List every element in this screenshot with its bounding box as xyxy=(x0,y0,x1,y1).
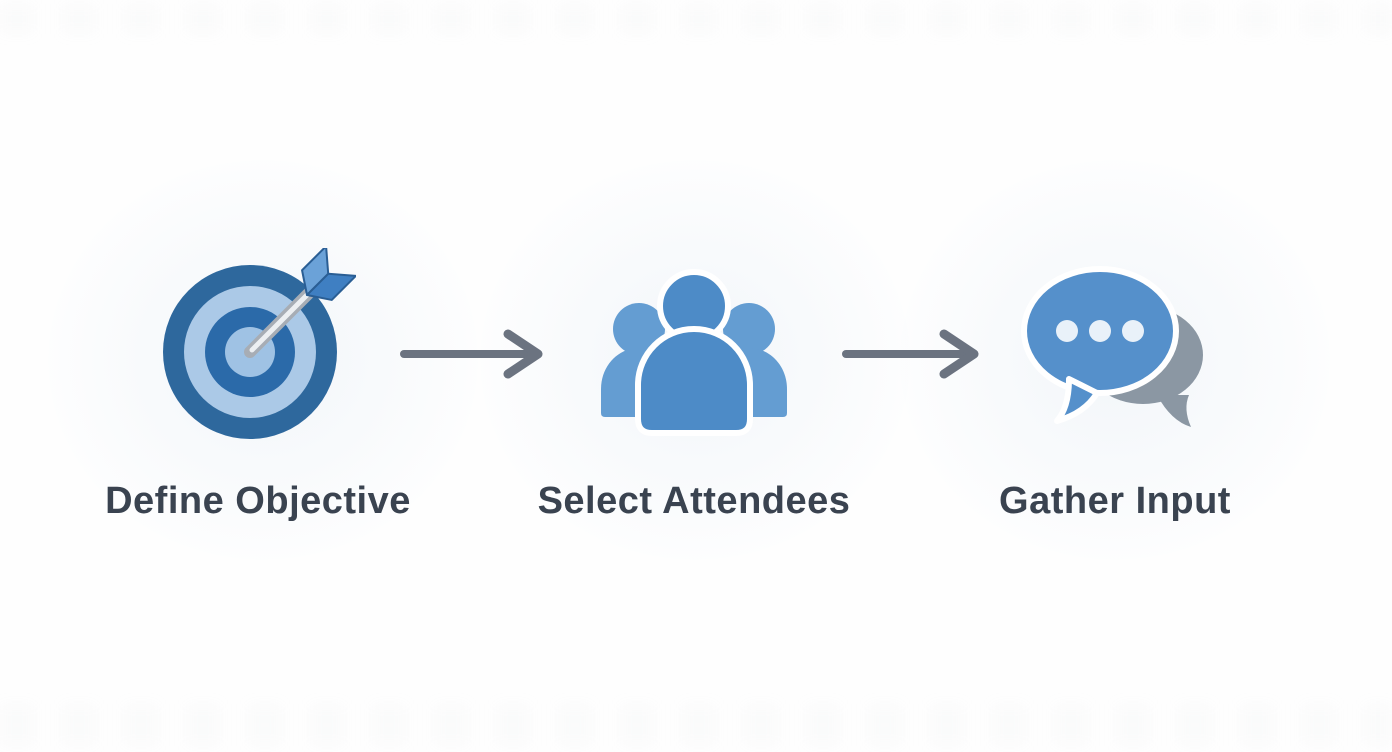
target-icon xyxy=(160,248,356,444)
step-label-gather-input: Gather Input xyxy=(999,480,1231,522)
step-label-define-objective: Define Objective xyxy=(105,480,411,522)
step-label-select-attendees: Select Attendees xyxy=(537,480,851,522)
arrow-right-icon xyxy=(840,328,990,385)
step-select-attendees: Select Attendees xyxy=(524,248,864,523)
arrow-right-icon xyxy=(398,328,554,385)
people-icon xyxy=(589,248,799,444)
chat-bubbles-icon xyxy=(1015,248,1215,444)
top-edge-artifact xyxy=(0,4,1392,34)
step-gather-input: Gather Input xyxy=(965,248,1265,523)
bottom-edge-artifact xyxy=(0,704,1392,746)
step-define-objective: Define Objective xyxy=(88,248,428,523)
